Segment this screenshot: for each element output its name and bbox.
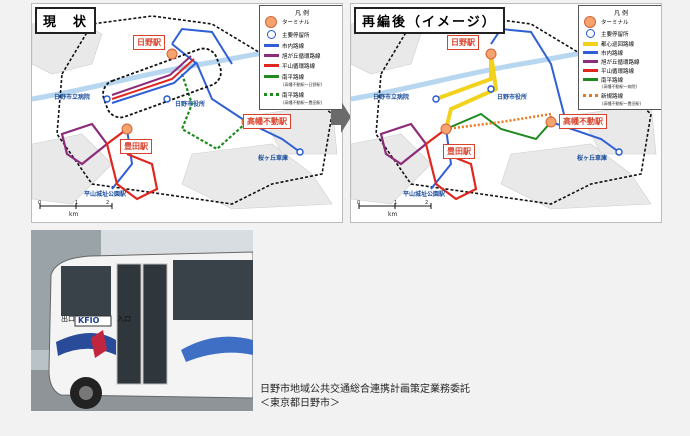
legend-label: 旭が丘循環路線	[282, 53, 321, 60]
route-line-swatch	[582, 41, 598, 46]
legend-label: 市内路線	[601, 50, 624, 57]
sakuragaoka-label: 桜ヶ丘車庫	[577, 155, 608, 162]
terminal-icon	[584, 15, 596, 28]
legend-item: 平山循環路線	[263, 61, 342, 70]
legend-sub: (高幡不動駅〜豊田駅)	[283, 99, 323, 105]
legend-label: 主要停留所	[601, 31, 629, 38]
legend-label: 市内路線	[282, 43, 305, 50]
hirayama-label: 平山城址公園駅	[84, 191, 127, 198]
hospital-label: 日野市立病院	[373, 94, 410, 101]
legend-label: 主要停留所	[282, 32, 310, 39]
scale-tick-0: 0	[357, 200, 361, 206]
scale-tick-1: 1	[394, 200, 398, 206]
route-line-swatch	[582, 60, 598, 63]
takahata-station-label: 高幡不動駅	[559, 114, 607, 129]
route-line-swatch	[263, 54, 279, 57]
scale-tick-2: 2	[425, 200, 429, 206]
hino-station-label: 日野駅	[447, 35, 479, 50]
dotted-route-swatch	[582, 94, 598, 97]
takahata-station-label: 高幡不動駅	[243, 114, 291, 129]
legend-heading: 凡 例	[295, 10, 309, 17]
hospital-label: 日野市立病院	[54, 94, 91, 101]
legend-item: 旭が丘循環路線	[263, 51, 342, 60]
caption-title: 日野市地域公共交通総合連携計画策定業務委託	[260, 384, 470, 395]
scale-tick-2: 2	[106, 200, 110, 206]
entrance-door-label: 入口	[117, 315, 131, 323]
bus-photo: KFIO 出口 入口	[31, 230, 253, 411]
toyoda-station-label: 豊田駅	[120, 139, 152, 154]
legend-item: 旭が丘循環路線	[582, 57, 661, 66]
route-line-swatch	[582, 69, 598, 72]
legend-item: 主要停留所	[263, 30, 342, 39]
route-line-swatch	[582, 78, 598, 81]
legend-item: 市内路線	[582, 48, 661, 57]
legend-item: ターミナル	[263, 15, 342, 28]
legend-item: 南平路線	[263, 72, 342, 81]
legend-item: ターミナル	[582, 15, 661, 28]
route-line-swatch	[263, 64, 279, 67]
current-map-legend: 凡 例 ターミナル 主要停留所 市内路線 旭が丘循環路線 平山循環路線 南平路線…	[259, 5, 342, 110]
legend-item: 南平路線	[263, 90, 342, 99]
route-line-swatch	[582, 51, 598, 54]
scale-tick-1: 1	[75, 200, 79, 206]
project-caption: 日野市地域公共交通総合連携計画策定業務委託 ＜東京都日野市＞	[260, 383, 470, 411]
city-hall-label: 日野市役所	[175, 101, 206, 108]
bus-stop-icon	[266, 30, 276, 39]
current-map-panel: 現 状 日野駅 豊田駅 高幡不動駅 日野市立病院 日野市役所 桜ヶ丘車庫 平山城…	[31, 3, 343, 223]
future-map-title: 再編後（イメージ）	[354, 7, 505, 34]
legend-label: ターミナル	[282, 19, 310, 26]
bus-stop-icon	[585, 29, 595, 38]
dotted-route-swatch	[263, 93, 279, 96]
legend-label: 南平路線	[282, 74, 305, 81]
route-line-swatch	[263, 75, 279, 78]
legend-sub: (高幡不動駅〜病院)	[602, 83, 638, 89]
legend-item: 新規路線	[582, 91, 661, 100]
scale-tick-0: 0	[38, 200, 42, 206]
sakuragaoka-label: 桜ヶ丘車庫	[258, 155, 289, 162]
legend-sub: (高幡不動駅〜日野駅)	[283, 81, 323, 87]
legend-label: 平山循環路線	[282, 63, 316, 70]
legend-heading: 凡 例	[614, 10, 628, 17]
bus-illustration	[31, 230, 253, 411]
legend-label: 都心巡回路線	[601, 41, 635, 48]
legend-label: 南平路線	[282, 92, 305, 99]
caption-client: ＜東京都日野市＞	[260, 398, 340, 409]
legend-sub: (高幡不動駅〜豊田駅)	[602, 100, 642, 106]
legend-label: 新規路線	[601, 93, 624, 100]
legend-item: 平山循環路線	[582, 66, 661, 75]
route-line-swatch	[263, 44, 279, 47]
city-hall-label: 日野市役所	[497, 94, 528, 101]
current-map-title: 現 状	[35, 7, 97, 34]
legend-item: 主要停留所	[582, 29, 661, 38]
scale-unit: km	[69, 211, 79, 218]
legend-label: 旭が丘循環路線	[601, 59, 640, 66]
legend-label: ターミナル	[601, 19, 629, 26]
legend-item: 南平路線	[582, 75, 661, 84]
legend-item: 都心巡回路線	[582, 39, 661, 48]
legend-item: 市内路線	[263, 41, 342, 50]
legend-label: 平山循環路線	[601, 68, 635, 75]
future-map-panel: 再編後（イメージ） 日野駅 豊田駅 高幡不動駅 日野市立病院 日野市役所 桜ヶ丘…	[350, 3, 662, 223]
toyoda-station-label: 豊田駅	[443, 144, 475, 159]
bus-sign: KFIO	[78, 316, 100, 325]
hirayama-label: 平山城址公園駅	[403, 191, 446, 198]
legend-label: 南平路線	[601, 77, 624, 84]
hino-station-label: 日野駅	[133, 35, 165, 50]
scale-unit: km	[388, 211, 398, 218]
future-map-legend: 凡 例 ターミナル 主要停留所 都心巡回路線 市内路線 旭が丘循環路線 平山循環…	[578, 5, 661, 110]
terminal-icon	[265, 15, 277, 28]
exit-door-label: 出口	[61, 315, 75, 323]
